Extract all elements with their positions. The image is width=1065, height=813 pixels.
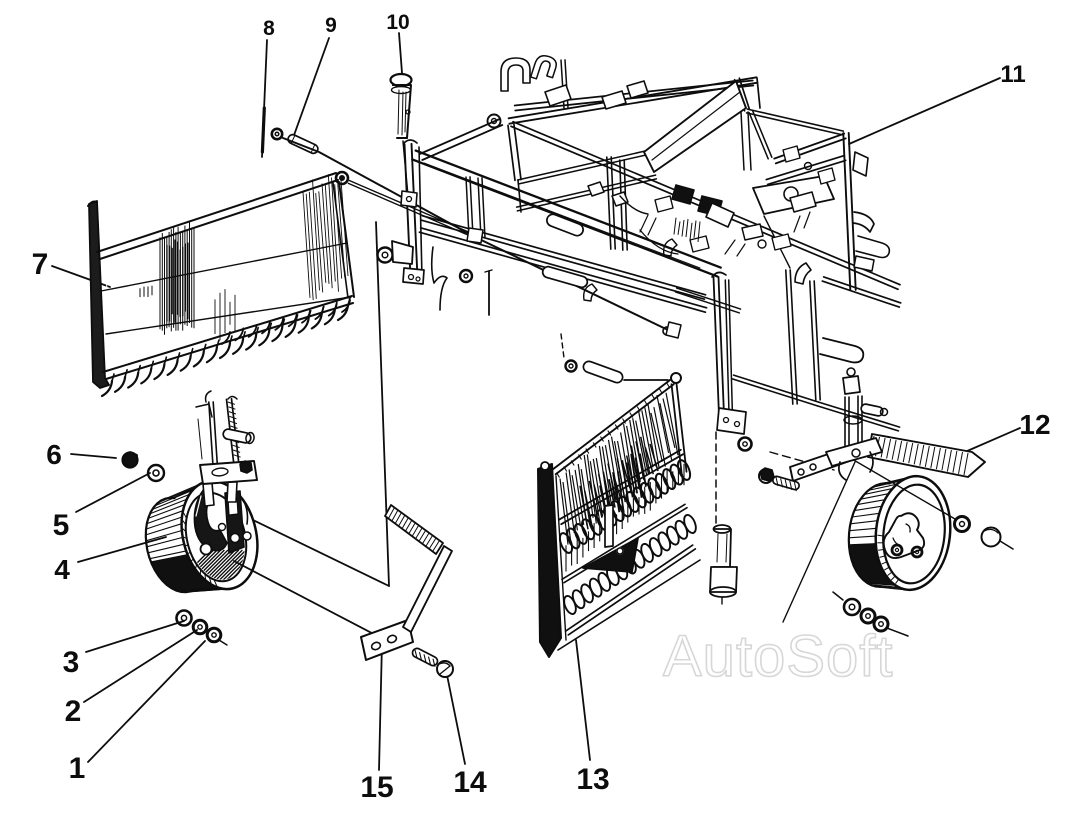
svg-text:11: 11 (1000, 61, 1025, 88)
svg-text:2: 2 (65, 695, 82, 728)
svg-text:AutoSoft: AutoSoft (663, 624, 893, 689)
svg-text:6: 6 (46, 439, 62, 470)
svg-text:3: 3 (63, 646, 80, 679)
svg-text:13: 13 (576, 763, 609, 796)
svg-text:8: 8 (263, 17, 275, 40)
svg-text:5: 5 (53, 509, 70, 542)
svg-text:15: 15 (360, 771, 393, 804)
svg-text:10: 10 (386, 11, 409, 34)
svg-text:1: 1 (69, 752, 86, 785)
svg-text:12: 12 (1019, 409, 1050, 440)
svg-text:7: 7 (32, 248, 49, 281)
svg-text:9: 9 (325, 14, 337, 37)
svg-text:4: 4 (54, 554, 70, 585)
svg-text:14: 14 (453, 766, 487, 799)
